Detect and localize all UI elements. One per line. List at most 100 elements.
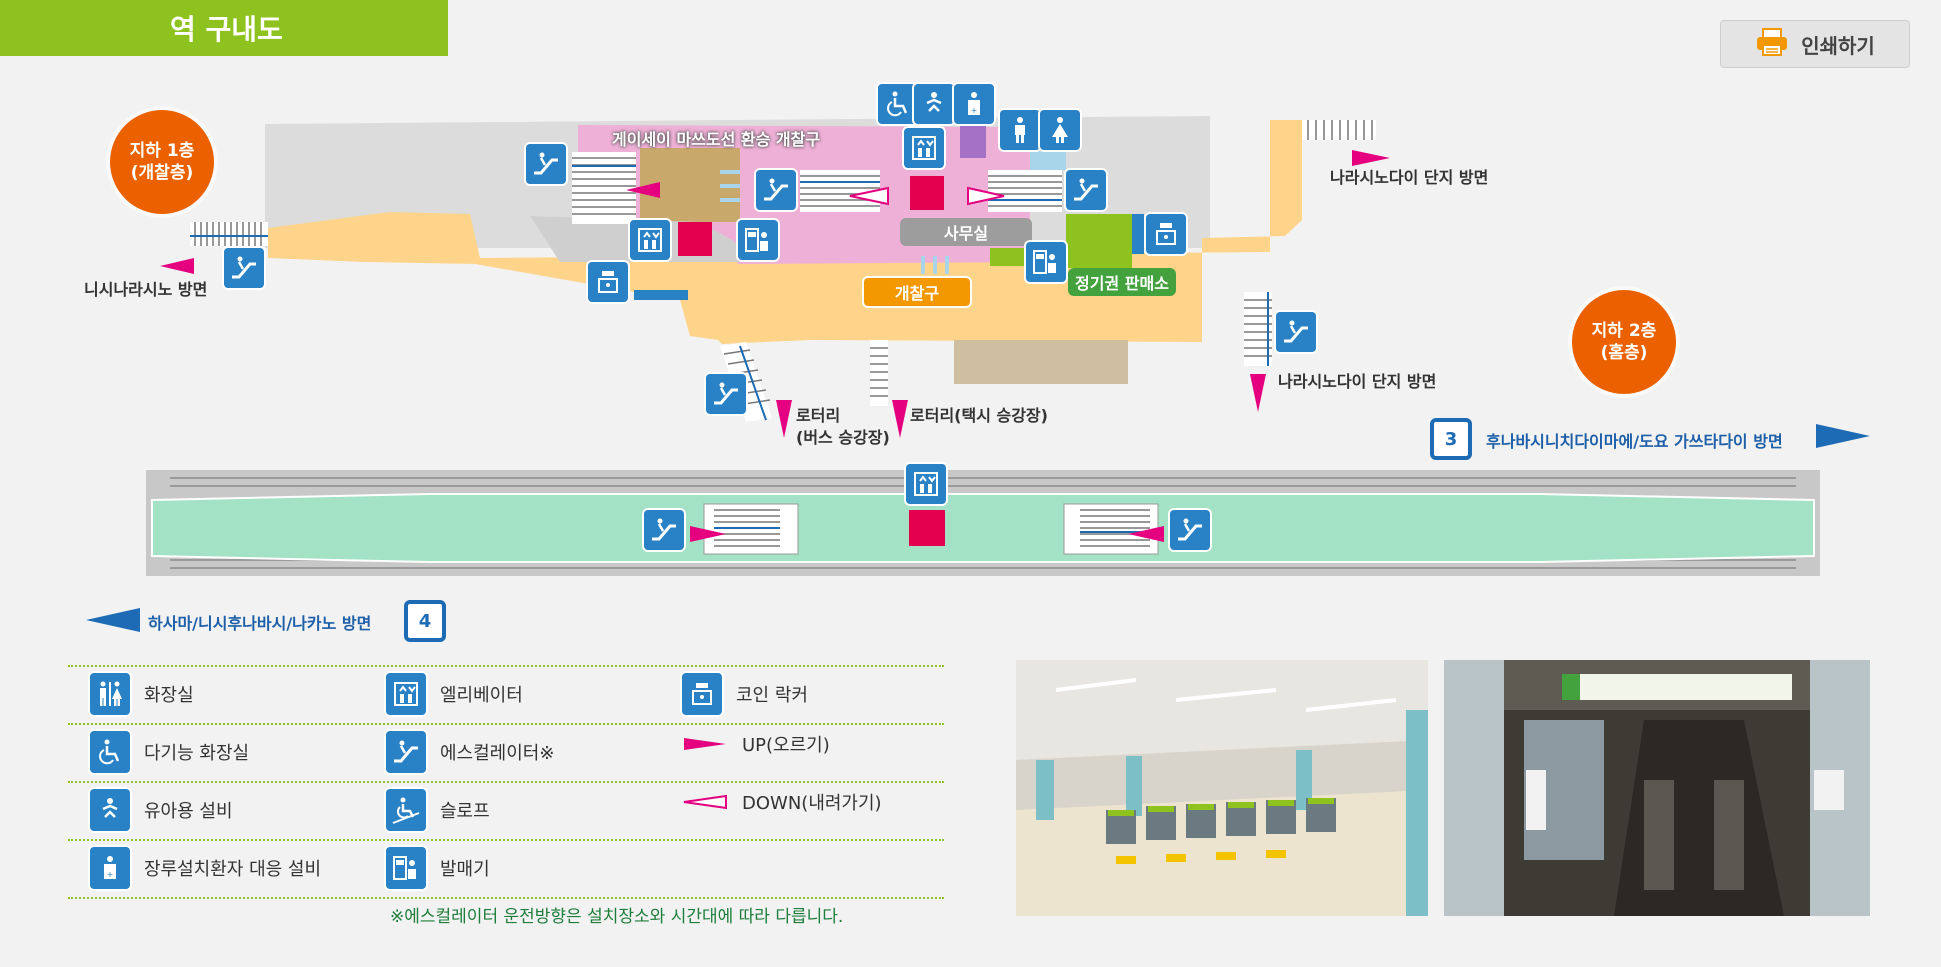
room-purple — [960, 124, 986, 158]
legend-row: + 장루설치환자 대응 설비 발매기 — [68, 839, 944, 899]
arrow-transfer — [626, 182, 660, 198]
legend-item-ostomy: + 장루설치환자 대응 설비 — [90, 847, 321, 889]
elevator-icon — [630, 220, 670, 260]
escalator-icon — [386, 731, 426, 773]
ostomy-icon: + — [954, 84, 994, 124]
floor-badge-b2: 지하 2층 (홈층) — [1572, 290, 1676, 394]
transfer-gates — [720, 170, 740, 202]
legend-item-multi-toilet: 다기능 화장실 — [90, 731, 249, 773]
stairs-transfer — [572, 152, 636, 224]
baby-icon — [914, 84, 954, 124]
legend-item-up: UP(오르기) — [682, 731, 830, 757]
photo-station-entrance — [1444, 660, 1870, 916]
arrow-platform-right — [1128, 526, 1164, 542]
down-arrow-icon — [682, 792, 728, 812]
svg-text:+: + — [107, 870, 114, 879]
legend-item-baby: 유아용 설비 — [90, 789, 233, 831]
legend-row: 유아용 설비 슬로프 DOWN(내려가기) — [68, 781, 944, 839]
legend-item-slope: 슬로프 — [386, 789, 490, 831]
stairs-left — [190, 222, 268, 246]
track-4-badge: 4 — [404, 600, 446, 642]
print-button[interactable]: 인쇄하기 — [1720, 20, 1910, 68]
track-4-direction: 하사마/니시후나바시/나카노 방면 — [148, 614, 372, 633]
arrow-down-taxi — [892, 400, 908, 438]
escalator-icon — [644, 510, 684, 550]
wheelchair-icon — [90, 731, 130, 773]
elevator-icon — [906, 464, 946, 504]
legend: 화장실 엘리베이터 코인 락커 다기능 화장실 에스컬레이터※ UP(오르기) … — [68, 665, 944, 899]
pass-office-block — [1066, 214, 1132, 268]
ticket-machine-icon — [738, 220, 778, 260]
concourse-area — [268, 120, 1302, 344]
rotary-bus-label-2: (버스 승강장) — [796, 428, 890, 447]
arrow-track4 — [86, 608, 140, 632]
page-title: 역 구내도 — [0, 0, 448, 56]
elevator-icon — [386, 673, 426, 715]
slope-icon — [386, 789, 426, 831]
direction-narashinodai-bottom: 나라시노다이 단지 방면 — [1278, 372, 1437, 391]
legend-item-elevator: 엘리베이터 — [386, 673, 523, 715]
arrow-down-right-center — [967, 186, 1005, 206]
transfer-gate-label: 게이세이 마쓰도선 환승 개찰구 — [612, 130, 821, 149]
arrow-up-narashinodai — [1352, 150, 1390, 166]
toilet-icon — [90, 673, 130, 715]
track-3-badge: 3 — [1430, 418, 1472, 460]
escalator-icon — [1066, 170, 1106, 210]
legend-item-ticket-machine: 발매기 — [386, 847, 490, 889]
baby-icon — [90, 789, 130, 831]
arrow-down-bus — [776, 400, 792, 438]
floor-badge-b1: 지하 1층 (개찰층) — [110, 110, 214, 214]
legend-row: 다기능 화장실 에스컬레이터※ UP(오르기) — [68, 723, 944, 781]
platform-stairs-left — [703, 503, 799, 555]
printer-icon — [1755, 27, 1789, 62]
arrow-up-west — [160, 258, 194, 274]
ticket-machine-icon — [1026, 242, 1066, 282]
coin-locker-icon — [682, 673, 722, 715]
escalator-icon — [756, 170, 796, 210]
coin-locker-icon — [1146, 214, 1186, 254]
escalator-icon — [526, 144, 566, 184]
platform-map — [86, 424, 1870, 632]
wheelchair-icon — [878, 84, 918, 124]
toilet-female-icon — [1040, 110, 1080, 150]
legend-item-locker: 코인 락커 — [682, 673, 808, 715]
legend-row: 화장실 엘리베이터 코인 락커 — [68, 665, 944, 723]
escalator-icon — [1170, 510, 1210, 550]
escalator-icon — [1276, 312, 1316, 352]
coin-locker-icon — [588, 262, 628, 302]
ostomy-icon: + — [90, 847, 130, 889]
direction-nishinarashino: 니시나라시노 방면 — [84, 280, 208, 299]
pass-office-label: 정기권 판매소 — [1068, 268, 1176, 296]
stairs-right — [988, 170, 1062, 212]
ticket-gate-label: 개찰구 — [862, 276, 972, 308]
ticket-gates — [921, 256, 949, 274]
svg-text:+: + — [971, 106, 978, 115]
locker-block — [1132, 214, 1144, 254]
green-block — [990, 248, 1030, 266]
stairs-taxi — [870, 340, 888, 406]
island-platform — [151, 493, 1815, 563]
locker-block-2 — [634, 290, 688, 300]
stairs-right-down — [1244, 292, 1272, 366]
legend-item-escalator: 에스컬레이터※ — [386, 731, 554, 773]
arrow-down-right — [1250, 374, 1266, 412]
platform-elevator-shaft — [909, 510, 945, 546]
room-light-blue — [1030, 148, 1066, 170]
service-block — [954, 340, 1128, 384]
legend-item-down: DOWN(내려가기) — [682, 789, 882, 815]
elevator-shaft-1 — [678, 222, 712, 256]
stairs-center — [800, 170, 880, 212]
direction-narashinodai-top: 나라시노다이 단지 방면 — [1330, 168, 1489, 187]
stairs-top-right — [1302, 120, 1376, 140]
platform-stairs-right — [1063, 503, 1159, 555]
office-label: 사무실 — [900, 218, 1032, 246]
elevator-icon — [904, 128, 944, 168]
ticket-machine-icon — [386, 847, 426, 889]
toilet-male-icon — [1000, 110, 1040, 150]
escalator-icon — [224, 248, 264, 288]
legend-item-toilet: 화장실 — [90, 673, 194, 715]
track-3-direction: 후나바시니치다이마에/도요 가쓰타다이 방면 — [1486, 432, 1783, 451]
rotary-bus-label-1: 로터리 — [796, 406, 841, 425]
arrow-down-center — [849, 186, 889, 206]
escalator-icon — [706, 374, 746, 414]
